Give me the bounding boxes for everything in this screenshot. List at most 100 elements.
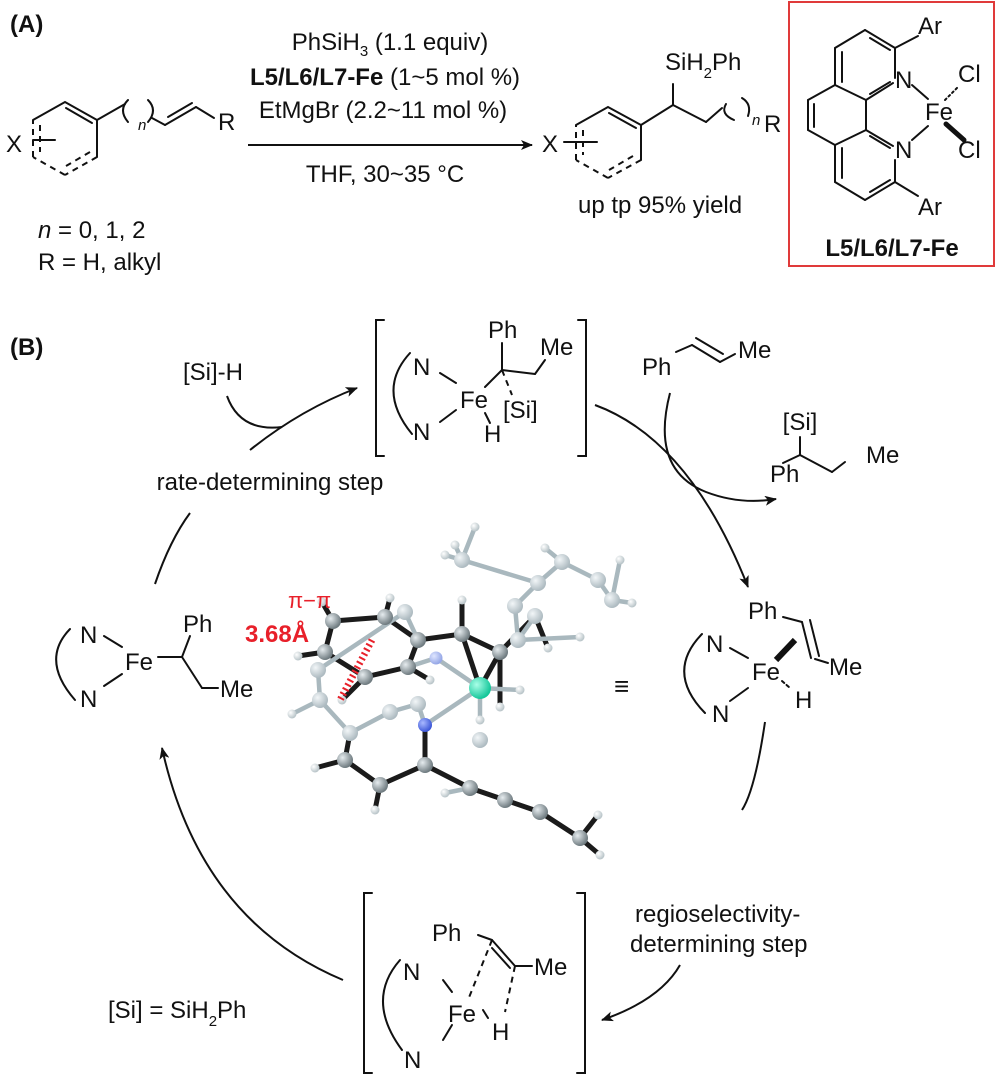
regio-step-arrow: [601, 964, 681, 1022]
model-hydrogen-atom: [615, 555, 625, 565]
ts1-ph: Ph: [488, 317, 517, 344]
catalyst-fe: Fe: [925, 99, 953, 126]
alkene-structure: [675, 337, 736, 363]
ts2-n-top: N: [403, 959, 420, 986]
model-carbon-atom: [337, 752, 353, 768]
ts1-n-top: N: [413, 354, 430, 381]
model-carbon-atom: [454, 626, 470, 642]
model-hydrogen-atom: [627, 598, 637, 608]
alkene-ph: Ph: [642, 354, 671, 381]
ts1-fe: Fe: [460, 387, 488, 414]
model-hydrogen-atom: [293, 651, 303, 661]
model-carbon-atom: [527, 608, 543, 624]
si-definition: [Si] = SiH2Ph: [108, 997, 246, 1030]
complex-descent-arc: [741, 721, 766, 811]
model-carbon-atom: [410, 632, 426, 648]
model-carbon-atom: [507, 598, 523, 614]
model-carbon-atom: [572, 830, 588, 846]
complex-fe: Fe: [752, 659, 780, 686]
model-hydrogen-atom: [475, 715, 485, 725]
model-carbon-atom: [317, 644, 333, 660]
silane-reagent: [Si]-H: [183, 359, 243, 386]
silyl-product-structure: [782, 436, 846, 473]
model-carbon-atom: [372, 777, 388, 793]
product-release-arrow: [663, 392, 777, 506]
pi-pi-label: π−π: [288, 588, 331, 613]
catalyst-ar-bottom: Ar: [918, 194, 942, 221]
model-hydrogen-atom: [495, 702, 505, 712]
distance-label: 3.68Å: [245, 620, 309, 648]
model-hydrogen-atom: [540, 543, 550, 553]
catalyst-highlight-box: [788, 1, 995, 267]
substrate-r-values: R = H, alkyl: [38, 249, 161, 276]
ts2-structure: [363, 892, 586, 1074]
reagent-silane: PhSiH3 (1.1 equiv): [292, 29, 488, 60]
catalyst-n-bottom: N: [895, 137, 912, 164]
catalyst-name: L5/L6/L7-Fe: [825, 235, 958, 262]
model-bond: [459, 557, 541, 586]
model-carbon-atom: [532, 804, 548, 820]
dft-molecular-model: [287, 522, 637, 860]
model-carbon-atom: [410, 696, 426, 712]
alkyl-to-rds-arc: [154, 512, 191, 585]
silane-entry-arc: [226, 395, 283, 429]
model-carbon-atom: [417, 757, 433, 773]
catalyst-cl-bottom: Cl: [958, 137, 981, 164]
substrate-x: X: [6, 131, 22, 158]
catalyst-ar-top: Ar: [918, 13, 942, 40]
regio-step-line2: determining step: [630, 931, 807, 958]
model-nitrogen-atom: [429, 651, 443, 665]
model-bond: [422, 762, 473, 791]
ts1-si: [Si]: [503, 397, 538, 424]
model-hydrogen-atom: [593, 810, 603, 820]
reagent-grignard: EtMgBr (2.2~11 mol %): [259, 97, 507, 124]
ts2-n-bottom: N: [404, 1047, 421, 1074]
product-si: [Si]: [783, 409, 818, 436]
model-hydrogen-atom: [370, 805, 380, 815]
substrate-structure: [32, 99, 215, 176]
product-r: R: [764, 111, 781, 138]
alkyl-ph: Ph: [183, 611, 212, 638]
model-hydrogen-atom: [575, 632, 585, 642]
model-hydrogen-atom: [515, 685, 525, 695]
ts2-to-alkyl-arrow: [159, 747, 344, 981]
complex-n-bottom: N: [712, 701, 729, 728]
alkene-me: Me: [738, 337, 771, 364]
alkyl-n-top: N: [80, 622, 97, 649]
equivalence-symbol: ≡: [614, 671, 629, 701]
model-carbon-atom: [400, 659, 416, 675]
model-hydrogen-atom: [385, 593, 395, 603]
catalyst-n-top: N: [895, 67, 912, 94]
model-carbon-atom: [510, 632, 526, 648]
product-silyl-group: SiH2Ph: [665, 49, 741, 82]
ts2-h: H: [492, 1019, 509, 1046]
model-carbon-atom: [454, 552, 470, 568]
ts2-me: Me: [534, 954, 567, 981]
ts1-h: H: [484, 421, 501, 448]
model-hydrogen-atom: [287, 709, 297, 719]
model-carbon-atom: [472, 732, 488, 748]
ts1-to-complex-arrow: [594, 404, 749, 588]
model-bond: [377, 762, 428, 788]
model-carbon-atom: [492, 644, 508, 660]
reagent-catalyst: L5/L6/L7-Fe (1~5 mol %): [250, 64, 520, 91]
model-carbon-atom: [382, 704, 398, 720]
model-carbon-atom: [310, 662, 326, 678]
product-yield: up tp 95% yield: [578, 192, 742, 219]
catalyst-cl-top: Cl: [958, 61, 981, 88]
substrate-n-values: n = 0, 1, 2: [38, 217, 145, 244]
model-bond: [422, 685, 483, 728]
product-me: Me: [866, 442, 899, 469]
pi-distance-marker: [336, 638, 376, 702]
model-carbon-atom: [530, 575, 546, 591]
model-hydrogen-atom: [425, 675, 435, 685]
model-hydrogen-atom: [470, 522, 480, 532]
model-carbon-atom: [497, 792, 513, 808]
model-carbon-atom: [377, 609, 393, 625]
rate-determining-step-label: rate-determining step: [157, 469, 384, 496]
model-carbon-atom: [325, 613, 341, 629]
model-carbon-atom: [342, 725, 358, 741]
model-carbon-atom: [554, 554, 570, 570]
